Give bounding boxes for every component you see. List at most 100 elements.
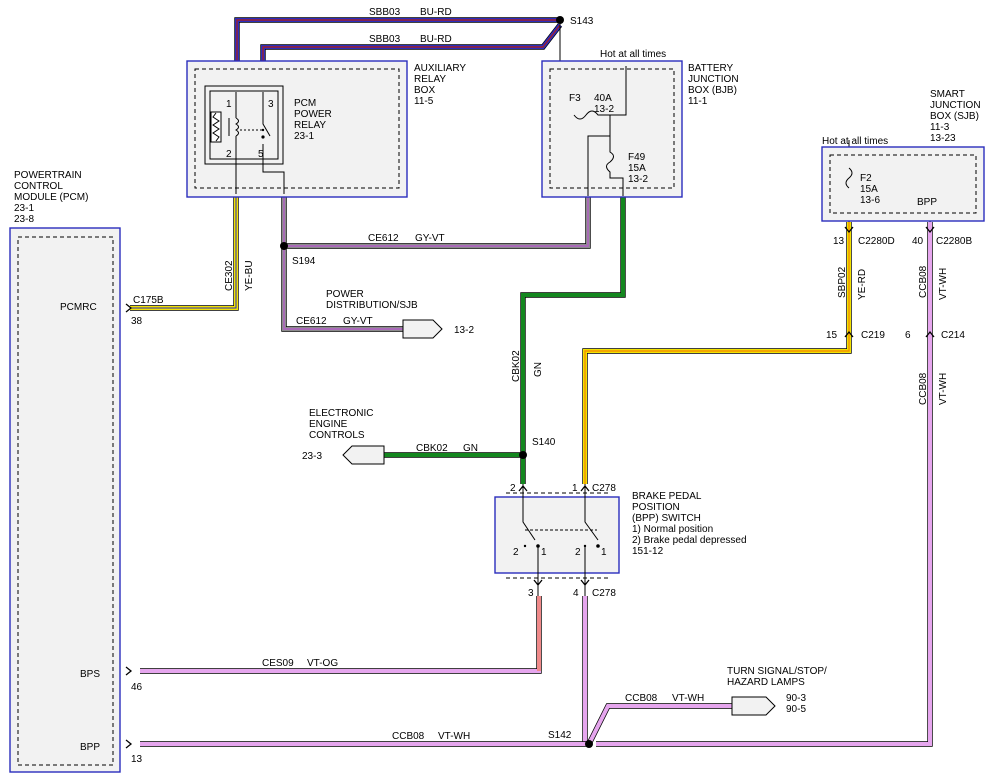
splice-s194-dot: [280, 242, 288, 250]
label-sbb03-upper-circuit: SBB03: [369, 7, 401, 18]
label-c2280b-pin: 40: [912, 236, 924, 247]
label-c278-top-pin-right: 1: [572, 483, 578, 494]
sjb-line-2: JUNCTION: [930, 100, 981, 111]
relay-contact: [262, 111, 271, 150]
label-switch-left-2: 2: [513, 547, 519, 558]
pcm-line-3: MODULE (PCM): [14, 192, 88, 203]
fuse-f3-amps: 40A: [594, 93, 612, 104]
eec-line-2: ENGINE: [309, 419, 348, 430]
tag-lamps: [731, 696, 776, 716]
label-sbb03-lower-circuit: SBB03: [369, 34, 401, 45]
wire-sbp02-stripe: [584, 222, 850, 484]
sjb-line-1: SMART: [930, 89, 965, 100]
relay-coil-winding: [235, 117, 239, 137]
label-relay-pin-1: 1: [226, 99, 232, 110]
label-bpp-switch: BRAKE PEDAL POSITION (BPP) SWITCH 1) Nor…: [632, 491, 749, 557]
label-ce612-top-circuit: CE612: [368, 233, 399, 244]
aux-relay-line-4: 11-5: [414, 96, 434, 107]
label-ccb08-lamps-circuit: CCB08: [625, 693, 658, 704]
label-ccb08-bpp-circuit: CCB08: [392, 731, 425, 742]
bpp-dot-left: [536, 544, 540, 548]
bpp-contact-left: [522, 484, 539, 596]
pcm-relay-line-2: POWER: [294, 109, 332, 120]
label-c214-pin: 6: [905, 330, 911, 341]
connector-chevrons: [125, 226, 935, 749]
lamps-line-1: TURN SIGNAL/STOP/: [727, 666, 827, 677]
label-c214-name: C214: [941, 330, 965, 341]
chevron-c2280d: [844, 226, 854, 234]
label-aux-relay-box: AUXILIARY RELAY BOX 11-5: [414, 63, 469, 107]
fuse-f3-symbol: [573, 66, 627, 120]
label-relay-pin-2: 2: [226, 149, 232, 160]
bpp-switch-line-5: 2) Brake pedal depressed: [632, 535, 747, 546]
bpp-switch-line-2: POSITION: [632, 502, 680, 513]
label-ccb08-upper-circuit: CCB08: [918, 265, 929, 298]
label-sjb-bpp: BPP: [917, 197, 937, 208]
label-ccb08-bpp-color: VT-WH: [438, 731, 470, 742]
splice-s142-dot: [585, 740, 593, 748]
bpp-dot-right: [596, 544, 600, 548]
tag-power-dist: [402, 319, 443, 339]
label-relay-pin-5: 5: [258, 149, 264, 160]
label-sbp02-circuit: SBP02: [837, 266, 848, 298]
wire-cbk02-vertical-base: [521, 196, 625, 484]
chevron-c219: [844, 330, 854, 338]
label-switch-left-1: 1: [541, 547, 547, 558]
label-c2280b-name: C2280B: [936, 236, 972, 247]
label-fuse-f3: F3: [569, 93, 581, 104]
label-fuse-f49: F49 15A 13-2: [628, 152, 648, 185]
eec-line-1: ELECTRONIC: [309, 408, 373, 419]
chevron-c175b: [125, 303, 133, 313]
label-pcm: POWERTRAIN CONTROL MODULE (PCM) 23-1 23-…: [14, 170, 91, 225]
wire-cbk02-vertical: [520, 196, 626, 484]
wire-sbp02: [582, 222, 852, 484]
label-pcm-bps-pin: 46: [131, 682, 143, 693]
label-eec-ref: 23-3: [302, 451, 322, 462]
fuse-f3-name: F3: [569, 93, 581, 104]
wire-ce612-top-stripe: [283, 194, 589, 247]
bjb-line-1: BATTERY: [688, 63, 734, 74]
label-power-dist: POWER DISTRIBUTION/SJB: [326, 289, 418, 311]
bpp-switch-line-4: 1) Normal position: [632, 524, 713, 535]
relay-contact-dot: [261, 135, 265, 139]
label-power-dist-ref: 13-2: [454, 325, 474, 336]
label-ccb08-upper-color: VT-WH: [938, 268, 949, 300]
label-c219-name: C219: [861, 330, 885, 341]
pcm-line-1: POWERTRAIN: [14, 170, 82, 181]
chevron-c278-top-left: [518, 484, 528, 492]
sjb-line-5: 13-23: [930, 133, 956, 144]
eec-line-3: CONTROLS: [309, 430, 365, 441]
label-fuse-f3-rating: 40A 13-2: [594, 93, 614, 115]
label-c2280d-name: C2280D: [858, 236, 895, 247]
wire-ce302-stripe: [130, 194, 237, 309]
fuse-f49-amps: 15A: [628, 163, 646, 174]
label-pcm-bpp: BPP: [80, 742, 100, 753]
label-eec: ELECTRONIC ENGINE CONTROLS: [309, 408, 376, 441]
label-ces09-circuit: CES09: [262, 658, 294, 669]
label-c175b-name: C175B: [133, 295, 164, 306]
chevron-c278-top-right: [580, 484, 590, 492]
bjb-line-4: 11-1: [688, 96, 708, 107]
bpp-switch-line-1: BRAKE PEDAL: [632, 491, 702, 502]
label-ce612-top-color: GY-VT: [415, 233, 445, 244]
wire-ce302-base: [130, 194, 238, 310]
label-lamps-refs: 90-3 90-5: [786, 693, 809, 715]
label-c2280d-pin: 13: [833, 236, 845, 247]
aux-relay-line-3: BOX: [414, 85, 435, 96]
label-ce612-bottom-color: GY-VT: [343, 316, 373, 327]
fuse-f49-symbol: [587, 135, 624, 196]
label-ce302-color: YE-BU: [244, 260, 255, 291]
wire-ces09: [140, 596, 542, 674]
label-splice-s194: S194: [292, 256, 316, 267]
relay-pin-lines: [235, 92, 285, 194]
chevron-bps: [125, 666, 133, 676]
wire-ce612-top: [281, 194, 591, 249]
label-bjb: BATTERY JUNCTION BOX (BJB) 11-1: [688, 63, 741, 107]
lamps-ref-2: 90-5: [786, 704, 806, 715]
label-sbp02-color: YE-RD: [857, 269, 868, 300]
splice-s140-dot: [519, 451, 527, 459]
sjb-box: [821, 146, 985, 222]
power-dist-line-2: DISTRIBUTION/SJB: [326, 300, 418, 311]
wire-ces09-base: [140, 596, 541, 673]
fuse-f49-ref: 13-2: [628, 174, 648, 185]
